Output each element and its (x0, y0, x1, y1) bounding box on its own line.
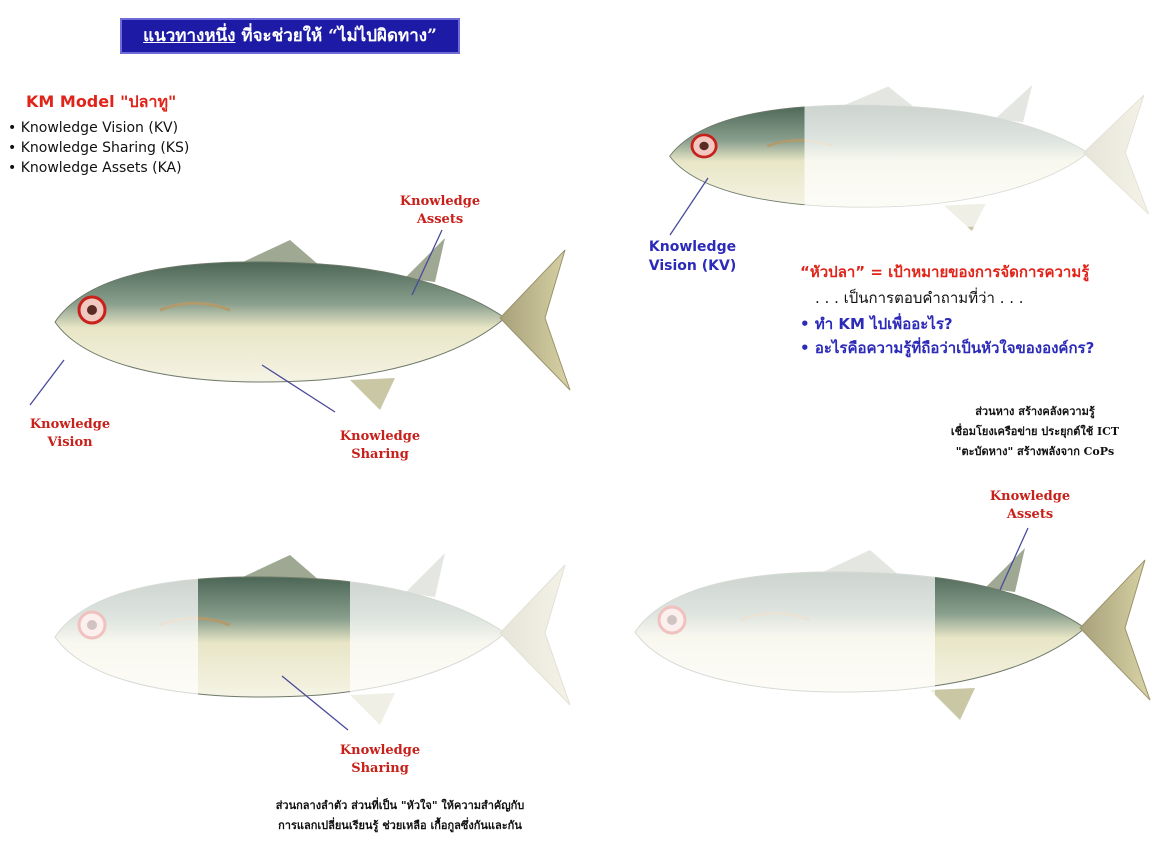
vision-questions: ทำ KM ไปเพื่ออะไร? อะไรคือความรู้ที่ถือว… (800, 312, 1094, 360)
tail-description: ส่วนหาง สร้างคลังความรู้ เชื่อมโยงเครือข… (905, 402, 1165, 462)
vision-desc-heading: “หัวปลา” = เป้าหมายของการจัดการความรู้ (800, 260, 1089, 284)
label-knowledge-assets-tail: Knowledge Assets (980, 488, 1080, 524)
label-knowledge-assets: Knowledge Assets (395, 193, 485, 229)
tail-desc-line: "ตะบัดหาง" สร้างพลังจาก CoPs (905, 442, 1165, 462)
head-fish (670, 78, 1158, 231)
label-knowledge-sharing: Knowledge Sharing (330, 428, 430, 464)
full-fish (55, 238, 570, 410)
body-desc-line: การแลกเปลี่ยนเรียนรู้ ช่วยเหลือ เกื้อกูล… (210, 816, 590, 836)
tail-fish (630, 540, 1150, 720)
vision-question: อะไรคือความรู้ที่ถือว่าเป็นหัวใจขององค์ก… (800, 336, 1094, 360)
vision-desc-sub: . . . เป็นการตอบคำถามที่ว่า . . . (815, 286, 1024, 310)
label-knowledge-vision: Knowledge Vision (20, 416, 120, 452)
label-knowledge-vision-kv: Knowledge Vision (KV) (630, 238, 755, 276)
pointer-line (30, 360, 64, 405)
tail-desc-line: ส่วนหาง สร้างคลังความรู้ (905, 402, 1165, 422)
label-knowledge-sharing-body: Knowledge Sharing (325, 742, 435, 778)
body-description: ส่วนกลางลำตัว ส่วนที่เป็น "หัวใจ" ให้ควา… (210, 796, 590, 836)
tail-desc-line: เชื่อมโยงเครือข่าย ประยุกต์ใช้ ICT (905, 422, 1165, 442)
vision-question: ทำ KM ไปเพื่ออะไร? (800, 312, 1094, 336)
body-desc-line: ส่วนกลางลำตัว ส่วนที่เป็น "หัวใจ" ให้ควา… (210, 796, 590, 816)
pointer-line (670, 178, 708, 235)
